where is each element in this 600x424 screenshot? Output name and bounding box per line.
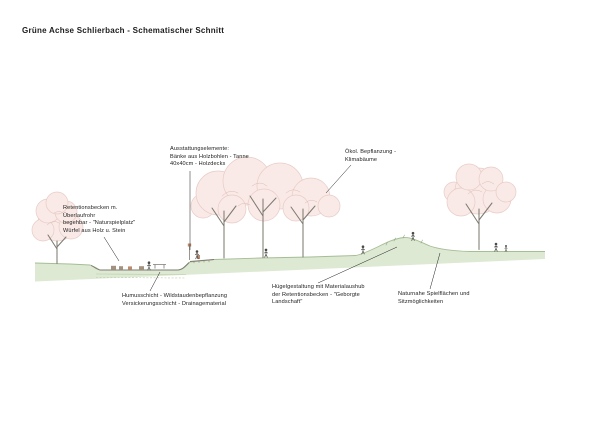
wood-cube — [111, 265, 116, 270]
wood-cube — [139, 266, 144, 270]
person-figure — [361, 245, 365, 255]
terrain-fill — [35, 237, 545, 282]
retention-basin-detail — [90, 243, 192, 271]
annotation-retentionsbecken: Retentionsbecken m. Überlaufrohr begehba… — [63, 205, 136, 235]
drawing-title: Grüne Achse Schlierbach - Schematischer … — [22, 26, 225, 35]
leader-retention — [103, 236, 120, 262]
person-figure — [195, 250, 199, 260]
tree-right — [443, 163, 517, 251]
person-figure — [494, 242, 498, 252]
deck-seat-cube — [197, 255, 200, 259]
tree-trunk — [290, 205, 316, 258]
stone-cube — [128, 266, 132, 270]
annotation-ausstattungselemente: Ausstattungselemente: Bänke aus Holzbohl… — [170, 146, 249, 168]
leader-naturnah — [429, 252, 441, 290]
leader-huegel — [317, 246, 398, 284]
leader-lines — [103, 164, 441, 292]
mound-vegetation — [385, 234, 423, 246]
leader-humus — [149, 271, 161, 292]
annotation-oekol-bepflanzung: Ökol. Bepflanzung - Klimabäume — [345, 149, 397, 163]
pipe-cap — [187, 243, 192, 247]
person-figure — [147, 261, 151, 271]
annotation-naturnahe-spielflaechen: Naturnahe Spielflächen und Sitzmöglichke… — [398, 291, 470, 305]
wood-cube — [119, 266, 123, 270]
tree-cluster-center — [190, 156, 341, 259]
figures — [147, 231, 508, 271]
tree-trunk — [47, 234, 67, 265]
annotation-huegelgestaltung: Hügelgestaltung mit Materialaushub der R… — [272, 284, 365, 306]
tree-trunk — [249, 195, 277, 259]
tree-left — [31, 191, 84, 265]
person-figure — [411, 231, 415, 241]
annotation-humusschicht: Humusschicht - Wildstaudenbepflanzung Ve… — [122, 293, 228, 307]
humus-layer-line — [95, 273, 187, 275]
drainage-layer-line — [95, 277, 187, 279]
leader-oekol — [325, 164, 352, 194]
child-figure — [504, 245, 508, 252]
terrain — [34, 237, 545, 282]
bench — [153, 264, 166, 269]
tree-trunk — [465, 202, 493, 251]
person-figure — [264, 248, 268, 258]
wood-deck — [189, 255, 215, 264]
deck-board-ticks — [193, 260, 210, 264]
tree-trunk — [211, 205, 237, 259]
deck-line — [189, 258, 215, 263]
